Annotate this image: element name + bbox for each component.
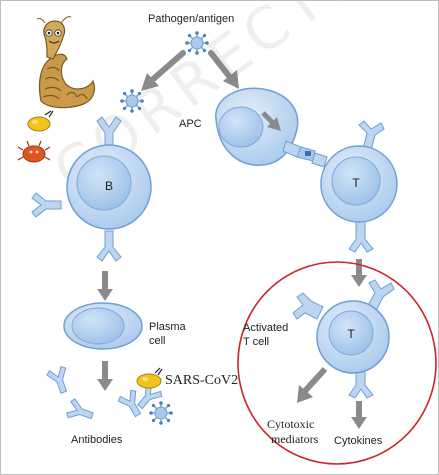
apc-label: APC bbox=[179, 118, 202, 130]
t-to-activated-arrow bbox=[351, 259, 367, 287]
parasite-worm-icon bbox=[36, 16, 96, 109]
antibody-bound-virus-icon bbox=[148, 400, 174, 426]
sars-cov2-icon bbox=[136, 367, 163, 389]
b-cell-label: B bbox=[104, 179, 113, 193]
plasma-label-line1: Plasma bbox=[149, 321, 186, 333]
plasma-cell bbox=[63, 302, 143, 350]
cytotoxic-label-line2: mediators bbox=[271, 432, 319, 446]
activated-t-cell-highlight-circle bbox=[237, 261, 437, 465]
plasma-label-line2: cell bbox=[149, 335, 166, 347]
activated-t-cell-letter: T bbox=[347, 327, 355, 341]
antibody-icon bbox=[45, 364, 74, 397]
b-cell bbox=[31, 116, 152, 262]
plasma-to-antibodies-arrow bbox=[97, 361, 113, 391]
b-to-plasma-arrow bbox=[97, 271, 113, 301]
activated-t-label-line1: Activated bbox=[243, 322, 289, 334]
sars-cov2-label: SARS-CoV2 bbox=[165, 373, 239, 388]
antibodies-label: Antibodies bbox=[71, 434, 123, 446]
cytokines-label: Cytokines bbox=[334, 435, 383, 447]
pathogen-to-b-arrow bbox=[141, 50, 186, 91]
cytokines-arrow bbox=[351, 401, 367, 429]
t-cell-label: T bbox=[352, 176, 360, 190]
antibody-icon bbox=[64, 397, 97, 426]
bound-virus-icon bbox=[119, 88, 145, 114]
orange-bacterium-icon bbox=[17, 140, 51, 163]
apc-cell bbox=[215, 87, 316, 166]
activated-t-label-line2: T cell bbox=[243, 336, 270, 348]
pathogen-label: Pathogen/antigen bbox=[148, 13, 235, 25]
pathogen-virus-icon bbox=[184, 30, 210, 56]
t-cell bbox=[311, 120, 398, 253]
cytotoxic-label-line1: Cytotoxic bbox=[267, 417, 315, 431]
yellow-microbe-icon bbox=[27, 110, 54, 132]
pathogen-to-apc-arrow bbox=[208, 50, 239, 89]
activated-t-cell bbox=[292, 279, 395, 399]
cytotoxic-arrow bbox=[297, 366, 328, 403]
